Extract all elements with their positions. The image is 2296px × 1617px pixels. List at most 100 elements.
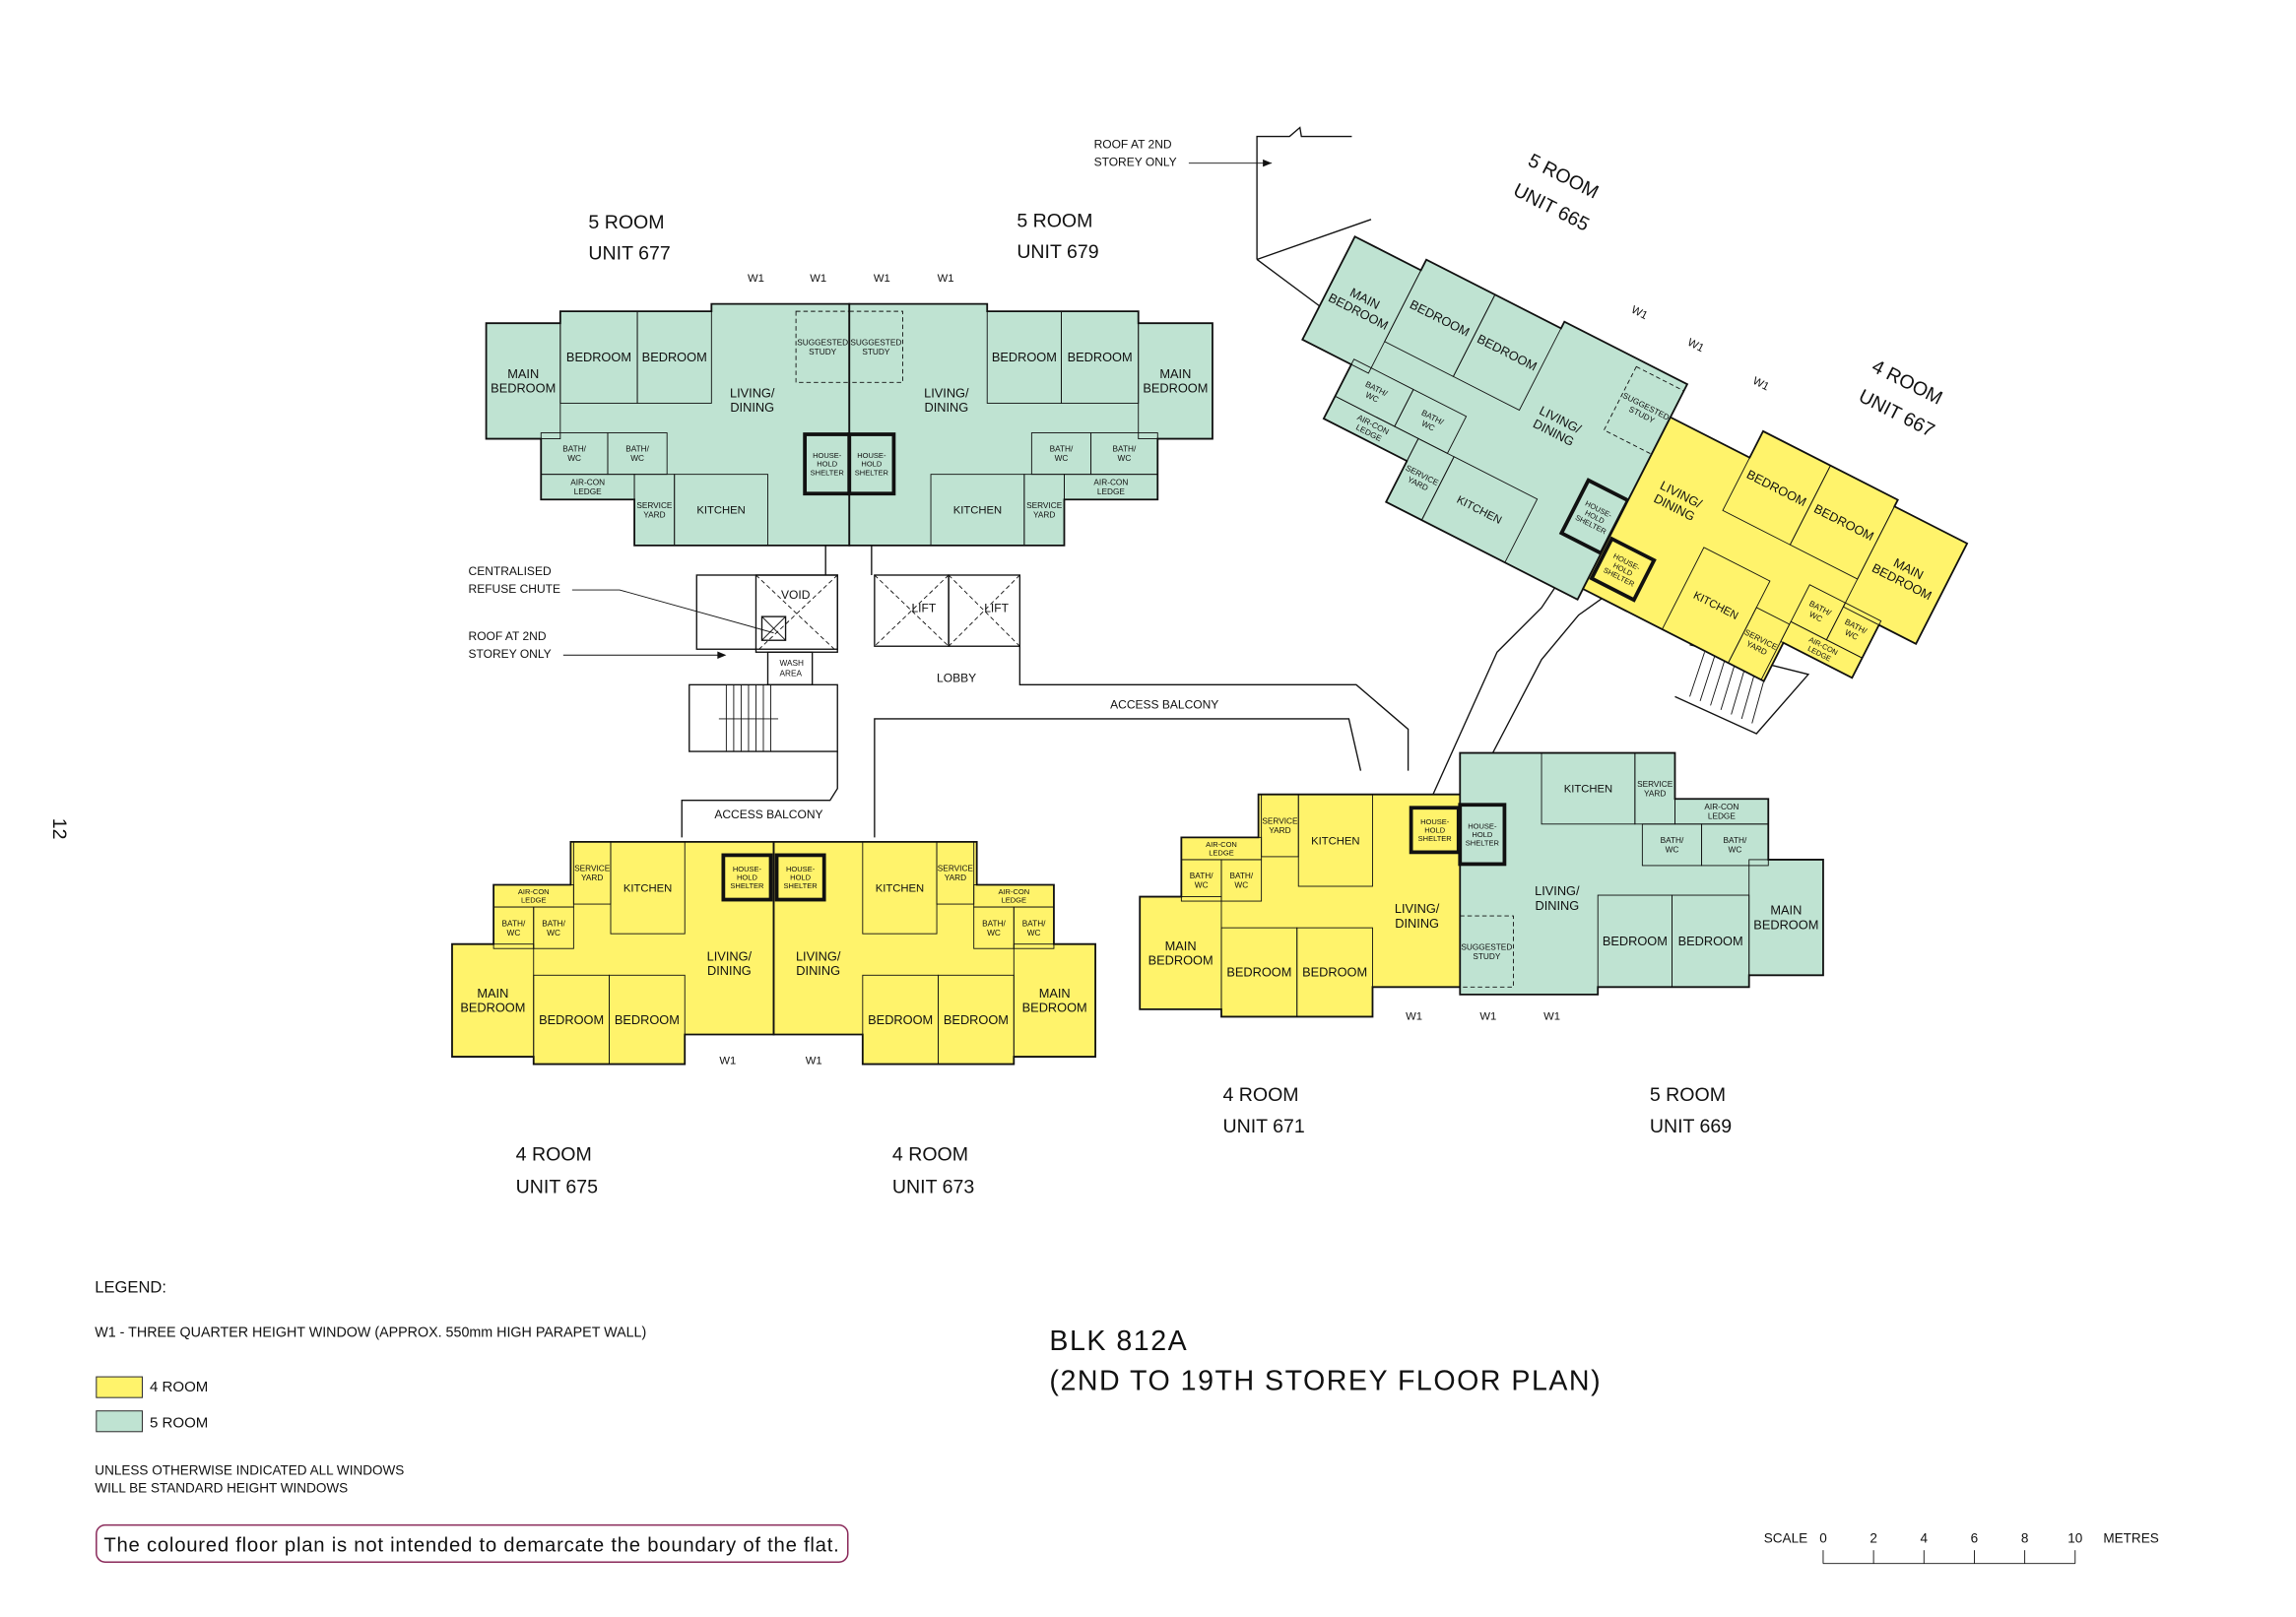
arrow-icon — [717, 651, 727, 660]
scale-tick-label: 2 — [1870, 1531, 1877, 1546]
window-tag-w1: W1 — [748, 273, 764, 285]
scale-tick-label: 8 — [2021, 1531, 2029, 1546]
unit-667[interactable]: MAINBEDROOMBEDROOMBEDROOMLIVING/DININGKI… — [1581, 391, 1970, 735]
room-label: HOLD — [861, 460, 882, 469]
room-label: WC — [507, 929, 521, 938]
room-label: WC — [987, 929, 1001, 938]
room-label: WC — [567, 454, 581, 463]
window-tag-w1: W1 — [719, 1056, 736, 1067]
room-label: LEDGE — [1002, 896, 1026, 905]
room-label: WC — [1027, 929, 1041, 938]
room-label: BEDROOM — [1148, 953, 1214, 968]
room-label: SUGGESTED — [850, 338, 901, 347]
room-label: LEDGE — [574, 487, 603, 496]
room-label: BATH/ — [502, 919, 526, 928]
room-label: WC — [1729, 846, 1742, 855]
window-tag-w1: W1 — [810, 273, 826, 285]
room-label: SUGGESTED — [1461, 942, 1512, 951]
room-label: MAIN — [477, 986, 508, 1001]
legend-w1-note: W1 - THREE QUARTER HEIGHT WINDOW (APPROX… — [95, 1325, 646, 1340]
disclaimer-box — [96, 1523, 849, 1563]
legend-swatch-4-room — [96, 1376, 143, 1398]
room-label: AIR-CON — [570, 479, 605, 487]
room-label: HOUSE- — [1420, 817, 1450, 826]
refuse-chute-leader — [571, 589, 774, 634]
room-label: LIVING/ — [924, 386, 969, 401]
room-label: BEDROOM — [460, 1001, 525, 1015]
room-label: DINING — [1535, 898, 1579, 913]
room-label: LEDGE — [1097, 487, 1126, 496]
room-label: SHELTER — [1466, 839, 1500, 848]
scale-label: SCALE — [1764, 1531, 1807, 1546]
room-label: WC — [1118, 454, 1132, 463]
unit-type-671: 4 ROOM — [1222, 1084, 1298, 1106]
scale-tick-label: 6 — [1971, 1531, 1979, 1546]
window-tag-w1: W1 — [938, 273, 954, 285]
room-label: SHELTER — [855, 468, 889, 477]
roof-note-top-line1: ROOF AT 2ND — [1094, 138, 1172, 152]
room-bedroom: BEDROOM — [1296, 927, 1373, 1017]
room-label: BATH/ — [982, 919, 1006, 928]
unit-type-677: 5 ROOM — [588, 212, 664, 233]
room-label: SHELTER — [811, 468, 845, 477]
scale-tick-label: 4 — [1921, 1531, 1929, 1546]
roof-note-top-line2: STOREY ONLY — [1094, 156, 1177, 169]
room-label: YARD — [1644, 789, 1666, 798]
room-label: BEDROOM — [642, 350, 707, 364]
room-living-dining: LIVING/DINING — [707, 948, 753, 978]
room-label: HOLD — [790, 873, 811, 882]
room-label: BEDROOM — [1143, 381, 1208, 396]
room-label: SERVICE — [938, 865, 974, 873]
room-label: BEDROOM — [539, 1012, 604, 1027]
room-label: SERVICE — [636, 501, 673, 510]
room-label: LEDGE — [521, 896, 546, 905]
access-balcony-label-left: ACCESS BALCONY — [714, 808, 822, 821]
unit-669[interactable]: MAINBEDROOMBEDROOMBEDROOMLIVING/DININGSU… — [1458, 751, 1824, 996]
window-tag-w1: W1 — [1543, 1010, 1560, 1022]
unit-679[interactable]: MAINBEDROOMBEDROOMBEDROOMLIVING/DININGSU… — [847, 302, 1214, 547]
room-label: WC — [1195, 881, 1209, 890]
room-label: LIVING/ — [730, 386, 775, 401]
room-label: BEDROOM — [1753, 917, 1818, 932]
room-label: BEDROOM — [868, 1012, 933, 1027]
room-label: DINING — [796, 963, 840, 978]
room-bath-wc: BATH/WC — [1220, 859, 1263, 902]
legend-heading: LEGEND: — [95, 1277, 166, 1296]
room-label: BATH/ — [542, 919, 565, 928]
room-label: BEDROOM — [1302, 965, 1367, 980]
unit-name-671: UNIT 671 — [1222, 1116, 1304, 1137]
room-label: KITCHEN — [696, 505, 745, 517]
room-label: WC — [1055, 454, 1069, 463]
room-bath-wc: BATH/WC — [973, 906, 1015, 949]
room-label: BEDROOM — [1068, 350, 1133, 364]
scale-tick-label: 0 — [1819, 1531, 1827, 1546]
room-kitchen: KITCHEN — [930, 474, 1025, 547]
room-label: AIR-CON — [1704, 803, 1738, 811]
room-label: DINING — [730, 400, 774, 415]
unit-673[interactable]: MAINBEDROOMBEDROOMBEDROOMLIVING/DININGKI… — [772, 840, 1096, 1066]
room-label: KITCHEN — [953, 505, 1002, 517]
window-tag-w1: W1 — [1406, 1010, 1422, 1022]
lobby-label: LOBBY — [937, 671, 976, 684]
room-label: LIVING/ — [796, 948, 841, 963]
room-label: BEDROOM — [615, 1012, 680, 1027]
room-label: MAIN — [1770, 903, 1802, 918]
room-label: SHELTER — [1418, 834, 1453, 843]
room-label: HOLD — [1424, 825, 1445, 834]
room-label: KITCHEN — [623, 882, 672, 894]
window-tag-w1: W1 — [1629, 304, 1650, 322]
legend-label-5-room: 5 ROOM — [150, 1414, 208, 1431]
